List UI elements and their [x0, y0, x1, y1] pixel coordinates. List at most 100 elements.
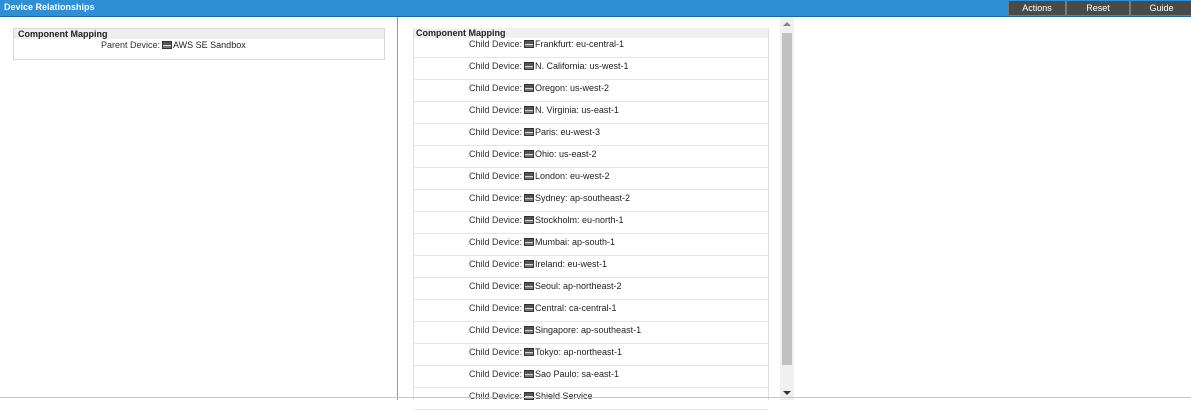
server-icon — [524, 326, 534, 334]
scroll-down-arrow-icon[interactable] — [783, 391, 791, 395]
parent-device-label: Parent Device: — [100, 40, 160, 50]
child-device-link[interactable]: Seoul: ap-northeast-2 — [524, 278, 622, 294]
child-device-link[interactable]: Singapore: ap-southeast-1 — [524, 322, 641, 338]
child-device-label: Child Device: — [468, 369, 522, 379]
child-device-name: Paris: eu-west-3 — [535, 127, 601, 137]
child-device-link[interactable]: Tokyo: ap-northeast-1 — [524, 344, 622, 360]
child-device-name: Stockholm: eu-north-1 — [535, 215, 624, 225]
child-device-link[interactable]: Shield Service — [524, 388, 593, 404]
child-device-name: Oregon: us-west-2 — [535, 83, 610, 93]
child-device-row: Child Device: Shield Service — [414, 388, 768, 410]
parent-device-name: AWS SE Sandbox — [173, 40, 246, 50]
parent-pane: Component Mapping Parent Device: AWS SE … — [0, 17, 398, 400]
child-device-link[interactable]: Sydney: ap-southeast-2 — [524, 190, 630, 206]
server-icon — [524, 238, 534, 246]
child-device-link[interactable]: Sao Paulo: sa-east-1 — [524, 366, 619, 382]
child-device-label: Child Device: — [468, 193, 522, 203]
child-device-name: Frankfurt: eu-central-1 — [535, 39, 625, 49]
child-device-link[interactable]: Central: ca-central-1 — [524, 300, 617, 316]
child-device-row: Child Device: N. California: us-west-1 — [414, 58, 768, 80]
scroll-thumb[interactable] — [782, 33, 792, 365]
server-icon — [162, 41, 172, 49]
parent-panel-header: Component Mapping — [14, 29, 384, 39]
child-device-name: Tokyo: ap-northeast-1 — [535, 347, 623, 357]
child-device-link[interactable]: Paris: eu-west-3 — [524, 124, 600, 140]
scroll-up-arrow-icon[interactable] — [783, 22, 791, 26]
child-device-link[interactable]: N. California: us-west-1 — [524, 58, 629, 74]
actions-button[interactable]: Actions — [1008, 1, 1065, 15]
server-icon — [524, 84, 534, 92]
child-device-link[interactable]: Mumbai: ap-south-1 — [524, 234, 615, 250]
server-icon — [524, 260, 534, 268]
child-device-link[interactable]: Ireland: eu-west-1 — [524, 256, 607, 272]
child-device-name: Shield Service — [535, 391, 593, 401]
parent-component-mapping: Component Mapping Parent Device: AWS SE … — [13, 28, 385, 60]
child-device-row: Child Device: Singapore: ap-southeast-1 — [414, 322, 768, 344]
server-icon — [524, 304, 534, 312]
child-device-row: Child Device: Frankfurt: eu-central-1 — [414, 36, 768, 58]
child-device-name: Ohio: us-east-2 — [535, 149, 597, 159]
child-device-row: Child Device: Oregon: us-west-2 — [414, 80, 768, 102]
child-device-label: Child Device: — [468, 281, 522, 291]
server-icon — [524, 392, 534, 400]
child-device-row: Child Device: N. Virginia: us-east-1 — [414, 102, 768, 124]
child-device-name: Sao Paulo: sa-east-1 — [535, 369, 620, 379]
child-device-row: Child Device: Ohio: us-east-2 — [414, 146, 768, 168]
parent-device-row: Parent Device: AWS SE Sandbox — [14, 39, 384, 51]
window-titlebar: Device Relationships Actions Reset Guide — [0, 0, 1191, 17]
scrollbar[interactable] — [780, 17, 794, 400]
child-device-label: Child Device: — [468, 149, 522, 159]
child-device-label: Child Device: — [468, 171, 522, 181]
child-device-link[interactable]: Oregon: us-west-2 — [524, 80, 609, 96]
child-pane: Component Mapping Child Device: Frankfurt… — [398, 17, 1191, 410]
child-device-row: Child Device: Sao Paulo: sa-east-1 — [414, 366, 768, 388]
child-panel-header: Component Mapping — [414, 28, 768, 38]
child-device-name: Mumbai: ap-south-1 — [535, 237, 616, 247]
server-icon — [524, 128, 534, 136]
child-device-name: Seoul: ap-northeast-2 — [535, 281, 622, 291]
guide-button[interactable]: Guide — [1130, 1, 1191, 15]
child-device-row: Child Device: Sydney: ap-southeast-2 — [414, 190, 768, 212]
server-icon — [524, 370, 534, 378]
server-icon — [524, 62, 534, 70]
server-icon — [524, 106, 534, 114]
child-device-label: Child Device: — [468, 105, 522, 115]
child-device-link[interactable]: Frankfurt: eu-central-1 — [524, 36, 624, 52]
child-device-row: Child Device: Seoul: ap-northeast-2 — [414, 278, 768, 300]
reset-button[interactable]: Reset — [1066, 1, 1129, 15]
child-device-row: Child Device: Stockholm: eu-north-1 — [414, 212, 768, 234]
server-icon — [524, 194, 534, 202]
child-device-label: Child Device: — [468, 127, 522, 137]
child-device-row: Child Device:Central: ca-central-1 — [414, 300, 768, 322]
parent-device-link[interactable]: AWS SE Sandbox — [162, 39, 246, 51]
child-device-label: Child Device: — [468, 347, 522, 357]
child-device-link[interactable]: Ohio: us-east-2 — [524, 146, 597, 162]
child-device-label: Child Device: — [468, 325, 522, 335]
child-device-label: Child Device: — [468, 259, 522, 269]
child-device-row: Child Device: Mumbai: ap-south-1 — [414, 234, 768, 256]
child-device-row: Child Device: Tokyo: ap-northeast-1 — [414, 344, 768, 366]
child-device-label: Child Device: — [468, 61, 522, 71]
child-device-label: Child Device: — [468, 215, 522, 225]
child-device-label: Child Device: — [468, 237, 522, 247]
child-device-name: N. California: us-west-1 — [535, 61, 629, 71]
server-icon — [524, 40, 534, 48]
server-icon — [524, 348, 534, 356]
child-device-name: Central: ca-central-1 — [535, 303, 617, 313]
child-device-label: Child Device: — [468, 83, 522, 93]
child-device-name: N. Virginia: us-east-1 — [535, 105, 619, 115]
child-device-name: London: eu-west-2 — [535, 171, 610, 181]
child-device-label: Child Device: — [468, 39, 522, 49]
child-device-link[interactable]: London: eu-west-2 — [524, 168, 610, 184]
child-device-link[interactable]: N. Virginia: us-east-1 — [524, 102, 619, 118]
child-device-name: Ireland: eu-west-1 — [535, 259, 608, 269]
child-device-name: Singapore: ap-southeast-1 — [535, 325, 642, 335]
child-device-name: Sydney: ap-southeast-2 — [535, 193, 631, 203]
child-device-link[interactable]: Stockholm: eu-north-1 — [524, 212, 624, 228]
child-device-row: Child Device: Ireland: eu-west-1 — [414, 256, 768, 278]
window-title: Device Relationships — [4, 2, 95, 12]
child-device-row: Child Device: Paris: eu-west-3 — [414, 124, 768, 146]
child-device-row: Child Device: London: eu-west-2 — [414, 168, 768, 190]
server-icon — [524, 172, 534, 180]
child-device-label: Child Device: — [468, 391, 522, 401]
